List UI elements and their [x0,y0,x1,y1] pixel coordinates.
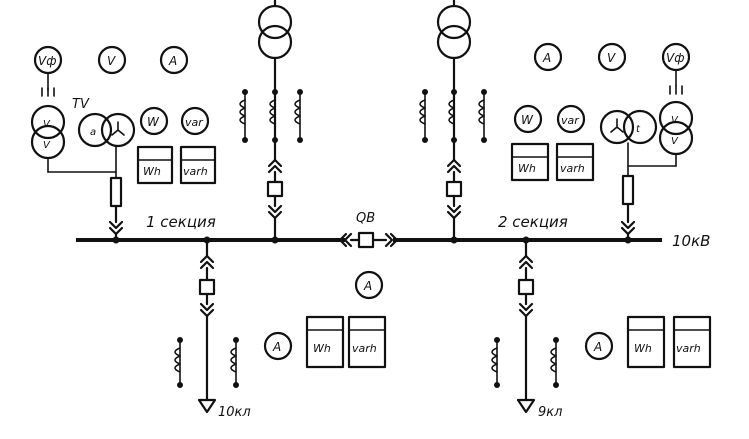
metering-right: A V Vф W var Wh varh t V V [510,42,694,244]
energy-meter-active-line-right: Wh [634,342,652,355]
coupler-ammeter-label: A [363,279,372,293]
line-right-label: 9кл [538,405,562,420]
coupler-label: QB [356,211,375,226]
varmeter-right: var [561,114,580,127]
voltmeter-right: V [607,51,616,65]
bus-voltage-label: 10кВ [672,232,710,250]
line-left-label: 10кл [218,405,251,420]
ammeter-line-left: A [272,340,281,354]
ammeter-line-right: A [593,340,602,354]
wattmeter-left: W [147,115,160,129]
tv-right-winding-b: V [671,136,679,147]
wattmeter-right: W [521,113,534,127]
energy-meter-reactive-line-right: varh [676,342,701,355]
phase-voltmeter-right: Vф [666,51,684,65]
tv-left-delta: a [90,127,96,138]
varmeter-left: var [185,116,204,129]
phase-voltmeter-left: Vф [38,54,56,68]
outgoing-line-left: 10кл A Wh varh [174,236,387,420]
voltmeter-left: V [107,54,116,68]
tv-label-left: TV [72,97,90,112]
transformer-feeder-left [239,0,303,244]
metering-left: Vф V A TV V V a W var Wh varh [30,45,217,244]
transformer-feeder-right [419,0,487,244]
energy-meter-reactive-right: varh [560,162,585,175]
tv-left-winding-b: V [43,140,51,151]
tv-right-delta: t [636,124,641,135]
section-2-label: 2 секция [498,213,568,231]
energy-meter-reactive-line-left: varh [352,342,377,355]
outgoing-line-right: 9кл A Wh varh [491,236,712,420]
section-1-label: 1 секция [146,213,216,231]
coupler-ammeter [354,270,384,300]
ammeter-right-top: A [542,51,551,65]
energy-meter-active-right: Wh [518,162,536,175]
energy-meter-reactive-left: varh [183,165,208,178]
tv-right-winding-a: V [671,115,679,126]
tv-left-winding-a: V [43,119,51,130]
ammeter-left-top: A [168,54,177,68]
energy-meter-active-line-left: Wh [313,342,331,355]
bus-coupler-qb: QB [338,211,399,249]
energy-meter-active-left: Wh [143,165,161,178]
